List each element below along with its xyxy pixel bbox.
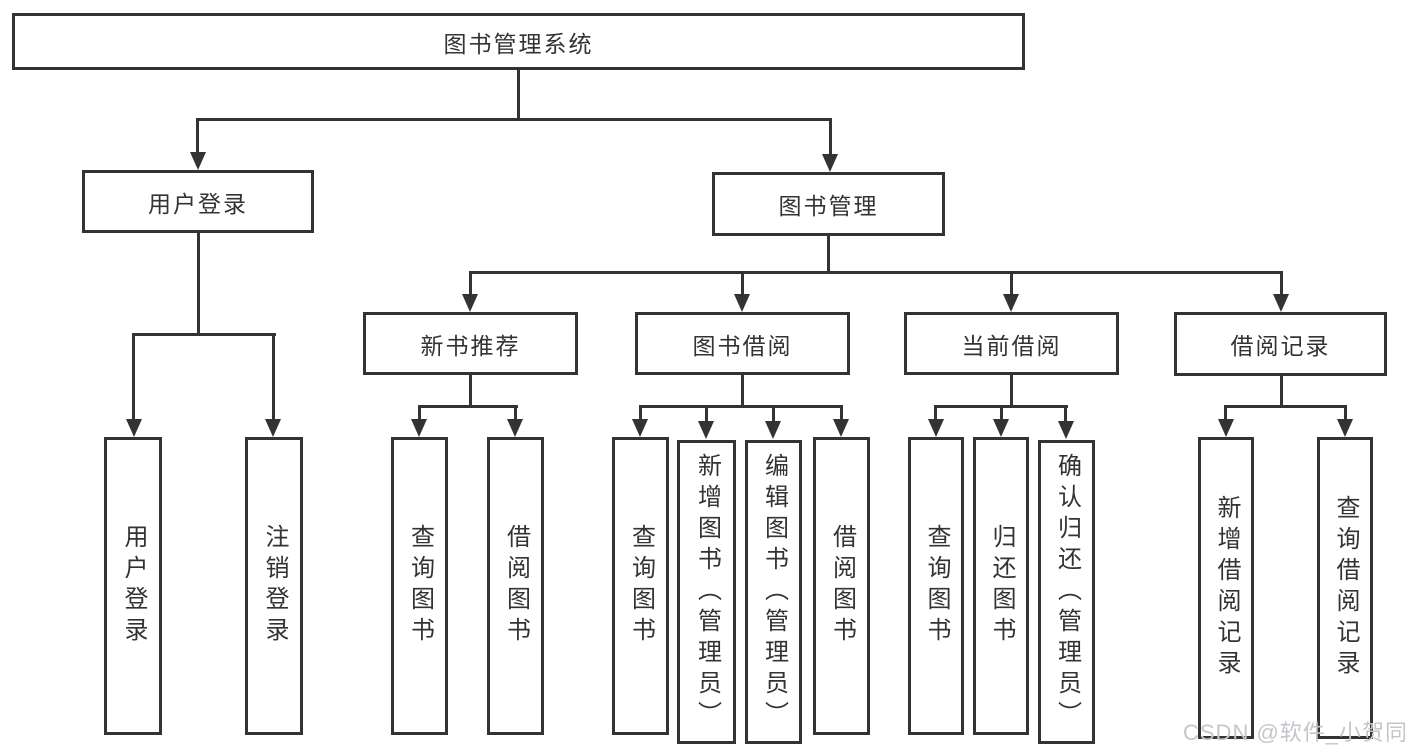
leaf-user-login: 用户登录 bbox=[104, 437, 162, 735]
connector-book-borrow-rail bbox=[639, 405, 843, 408]
connector-new-book-rec-rail bbox=[418, 405, 518, 408]
connector-user-login-stem bbox=[197, 233, 200, 336]
node-new-book-rec: 新书推荐 bbox=[363, 312, 578, 375]
connector-to-leaf-rec-query bbox=[418, 405, 421, 421]
arrowhead-leaf-user-login bbox=[126, 419, 142, 437]
connector-to-leaf-br-add bbox=[1224, 405, 1227, 421]
connector-to-user-login bbox=[196, 118, 199, 154]
connector-to-leaf-cb-confirm bbox=[1064, 405, 1067, 421]
node-book-borrow: 图书借阅 bbox=[635, 312, 850, 375]
arrowhead-leaf-rec-borrow bbox=[507, 419, 523, 437]
arrowhead-leaf-cb-return bbox=[993, 419, 1009, 437]
leaf-bb-add-book: 新增图书（管理员） bbox=[677, 440, 736, 744]
arrowhead-new-book-rec bbox=[462, 294, 478, 312]
node-book-mgmt: 图书管理 bbox=[712, 172, 945, 236]
connector-to-leaf-bb-query bbox=[639, 405, 642, 421]
connector-borrow-records-rail bbox=[1224, 405, 1346, 408]
connector-new-book-rec-stem bbox=[469, 375, 472, 408]
arrowhead-book-borrow bbox=[734, 294, 750, 312]
connector-to-leaf-bb-borrow bbox=[840, 405, 843, 421]
connector-to-leaf-bb-add bbox=[705, 405, 708, 421]
arrowhead-leaf-logout bbox=[265, 419, 281, 437]
connector-book-mgmt-rail bbox=[469, 271, 1283, 274]
connector-to-leaf-logout bbox=[272, 333, 275, 419]
connector-to-leaf-bb-edit bbox=[772, 405, 775, 421]
connector-to-leaf-rec-borrow bbox=[514, 405, 517, 421]
connector-to-book-mgmt bbox=[829, 118, 832, 156]
arrowhead-current-borrow bbox=[1003, 294, 1019, 312]
connector-to-book-borrow bbox=[741, 271, 744, 297]
node-user-login: 用户登录 bbox=[82, 170, 314, 233]
leaf-bb-query-book: 查询图书 bbox=[612, 437, 669, 735]
leaf-cb-confirm-return: 确认归还（管理员） bbox=[1038, 440, 1095, 744]
connector-to-leaf-br-query bbox=[1344, 405, 1347, 421]
connector-to-leaf-cb-return bbox=[1000, 405, 1003, 421]
arrowhead-book-mgmt bbox=[822, 154, 838, 172]
node-current-borrow: 当前借阅 bbox=[904, 312, 1119, 375]
connector-to-new-book-rec bbox=[469, 271, 472, 297]
leaf-rec-query-book: 查询图书 bbox=[391, 437, 448, 735]
watermark: CSDN @软件_小贺同学 bbox=[1183, 720, 1405, 745]
leaf-logout: 注销登录 bbox=[245, 437, 303, 735]
connector-to-leaf-user-login bbox=[132, 333, 135, 419]
leaf-cb-return-book: 归还图书 bbox=[973, 437, 1029, 735]
arrowhead-leaf-br-add bbox=[1218, 419, 1234, 437]
arrowhead-leaf-br-query bbox=[1337, 419, 1353, 437]
leaf-bb-borrow-book: 借阅图书 bbox=[813, 437, 870, 735]
connector-to-borrow-records bbox=[1280, 271, 1283, 297]
connector-borrow-records-stem bbox=[1280, 375, 1283, 408]
arrowhead-leaf-bb-query bbox=[632, 419, 648, 437]
arrowhead-borrow-records bbox=[1273, 294, 1289, 312]
connector-root-rail bbox=[196, 118, 832, 121]
leaf-cb-query-book: 查询图书 bbox=[908, 437, 964, 735]
arrowhead-leaf-bb-borrow bbox=[833, 419, 849, 437]
connector-root-stem bbox=[517, 70, 520, 120]
connector-book-mgmt-stem bbox=[827, 236, 830, 274]
leaf-bb-edit-book: 编辑图书（管理员） bbox=[745, 440, 802, 744]
connector-user-login-rail bbox=[132, 333, 276, 336]
connector-to-current-borrow bbox=[1010, 271, 1013, 297]
connector-to-leaf-cb-query bbox=[934, 405, 937, 421]
arrowhead-user-login bbox=[190, 152, 206, 170]
leaf-br-add-record: 新增借阅记录 bbox=[1198, 437, 1254, 739]
connector-current-borrow-stem bbox=[1010, 375, 1013, 408]
arrowhead-leaf-bb-edit bbox=[765, 421, 781, 439]
node-root: 图书管理系统 bbox=[12, 13, 1025, 70]
arrowhead-leaf-rec-query bbox=[411, 419, 427, 437]
arrowhead-leaf-cb-confirm bbox=[1058, 421, 1074, 439]
connector-book-borrow-stem bbox=[741, 375, 744, 408]
leaf-br-query-record: 查询借阅记录 bbox=[1317, 437, 1373, 739]
arrowhead-leaf-cb-query bbox=[928, 419, 944, 437]
node-borrow-records: 借阅记录 bbox=[1174, 312, 1387, 376]
arrowhead-leaf-bb-add bbox=[698, 421, 714, 439]
leaf-rec-borrow-book: 借阅图书 bbox=[487, 437, 544, 735]
